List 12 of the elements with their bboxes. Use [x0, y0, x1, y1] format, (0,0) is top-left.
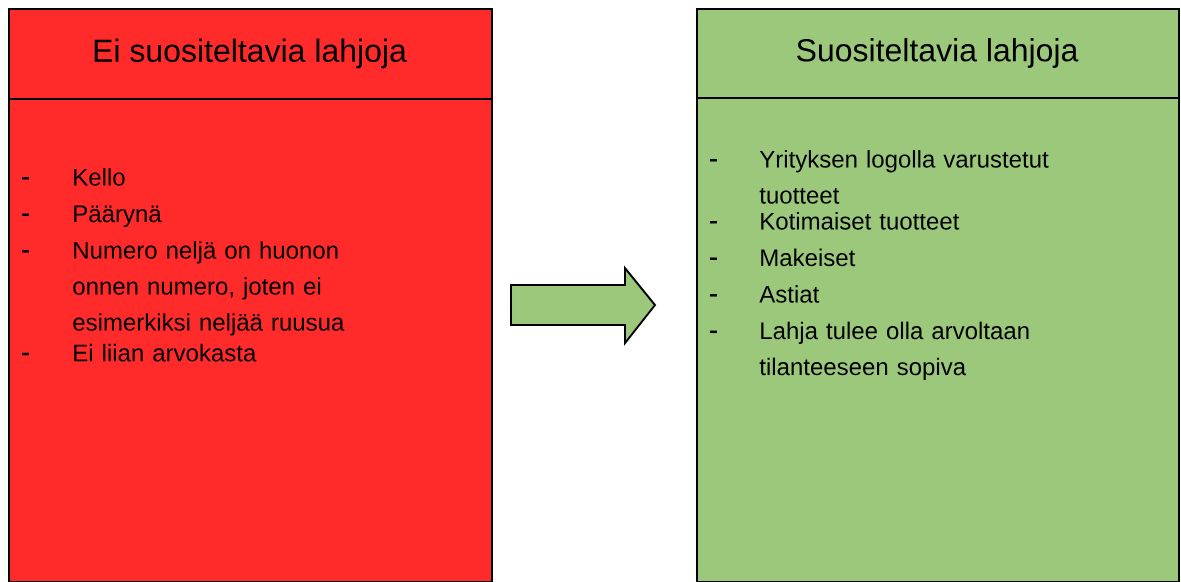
- panel-heading: Suositeltavia lahjoja: [797, 38, 1079, 68]
- list-item: Päärynä: [22, 205, 162, 227]
- list-item: Kotimaiset tuotteet: [710, 212, 960, 230]
- list-item: Astiat: [710, 285, 820, 303]
- panel-heading: Ei suositeltavia lahjoja: [94, 38, 407, 69]
- list-item: Makeiset: [710, 248, 856, 267]
- block-arrow: [510, 265, 657, 346]
- list-item: Ei liian arvokasta: [22, 343, 257, 362]
- list-item: Numero neljä on huonon onnen numero, joten ei esimerkiksi neljää ruusua: [22, 241, 345, 336]
- list-item: Yrityksen logolla varustetut tuotteet: [710, 150, 1049, 204]
- list-item: Lahja tulee olla arvoltaan tilanteeseen sopiva: [710, 321, 1029, 380]
- list-item: Kello: [22, 168, 125, 186]
